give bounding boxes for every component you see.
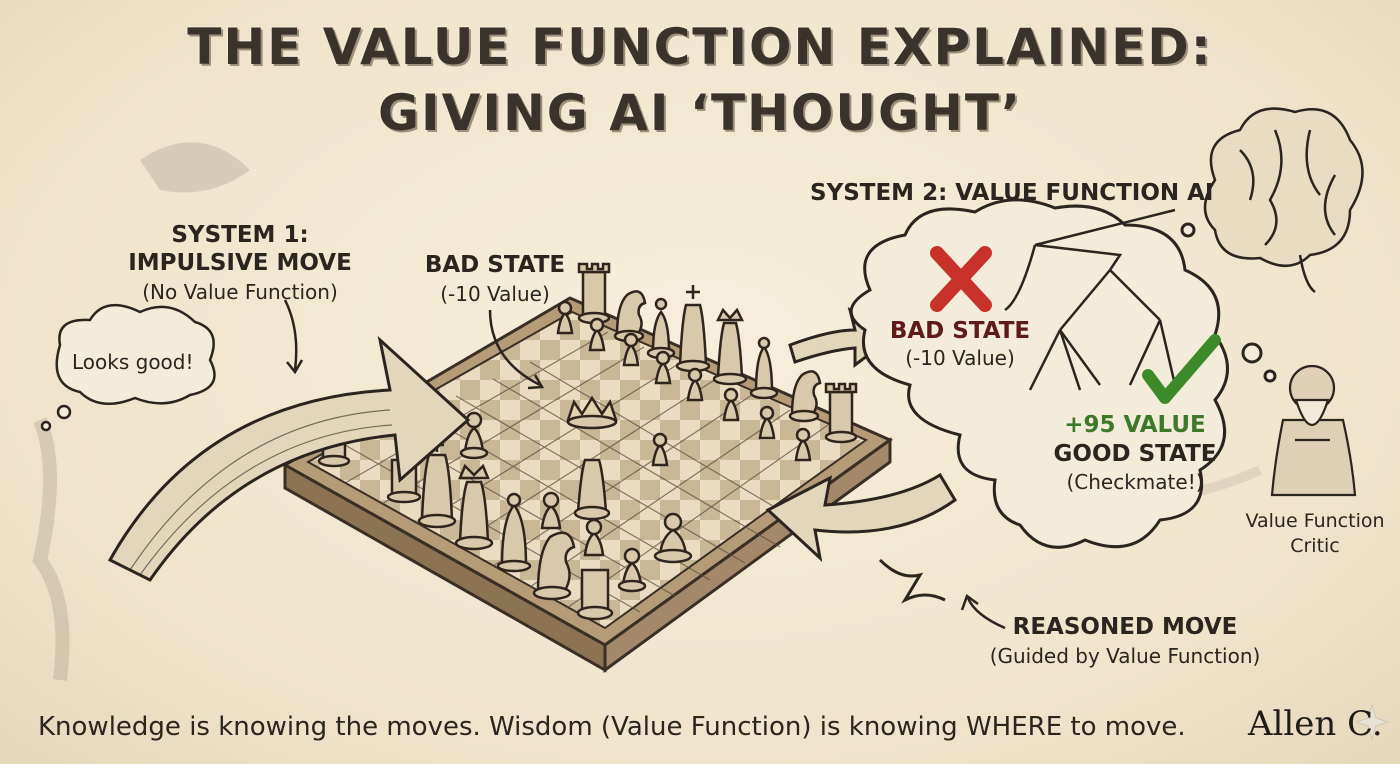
chess-piece-knight [788, 370, 822, 423]
good-state-check-mark [1142, 334, 1221, 404]
reasoned-move-note: (Guided by Value Function) [989, 644, 1261, 668]
brain-icon [1203, 107, 1364, 294]
footer-quote: Knowledge is knowing the moves. Wisdom (… [38, 712, 1186, 742]
board-bad-state-value: (-10 Value) [440, 282, 550, 306]
title-line-1: THE VALUE FUNCTION EXPLAINED: [187, 18, 1213, 76]
reasoned-move-pointer [966, 597, 1006, 630]
sparkle-icon [1354, 703, 1390, 741]
chess-piece-pawn [459, 411, 489, 460]
system1-note: (No Value Function) [142, 280, 338, 304]
impulsive-move-arrow [107, 335, 471, 582]
chess-piece-king [675, 285, 711, 373]
reasoned-move-label: REASONED MOVE [1012, 614, 1238, 640]
critic-label-line1: Value Function [1245, 510, 1385, 532]
chess-pieces [317, 262, 858, 621]
critic-label-line2: Critic [1290, 535, 1340, 557]
chess-piece-bishop [749, 336, 779, 400]
chess-piece-rook [577, 262, 611, 325]
system1-subheading: IMPULSIVE MOVE [128, 250, 352, 276]
title-line-2: GIVING AI ‘THOUGHT’ [378, 84, 1022, 142]
chess-pawns-top [556, 300, 812, 467]
chess-piece-bishop [646, 297, 676, 360]
board-bad-state-label: BAD STATE [424, 252, 566, 278]
chess-piece-queen [454, 463, 494, 551]
board-bad-state-pointer [488, 309, 541, 387]
chess-piece-queen [712, 307, 748, 386]
system2-bad-state-value: (-10 Value) [905, 346, 1015, 370]
chess-piece-pawn [583, 518, 605, 557]
good-state-note: (Checkmate!) [1066, 470, 1204, 494]
decision-tree [1004, 208, 1177, 391]
chess-piece-bishop [496, 492, 532, 573]
chess-piece-rook [576, 568, 614, 621]
good-state-label: GOOD STATE [1053, 441, 1217, 467]
chess-piece-knight [532, 531, 576, 601]
bad-state-x-mark [930, 246, 992, 312]
system1-heading: SYSTEM 1: [171, 222, 309, 248]
chess-piece-pawn [653, 512, 693, 564]
chess-piece-pawn [540, 491, 562, 530]
chess-piece-crowned-king [566, 395, 618, 521]
chess-piece-king [417, 438, 457, 529]
author-signature: Allen C. [1248, 704, 1383, 744]
chess-piece-rook [824, 382, 858, 444]
looks-good-text: Looks good! [72, 350, 194, 374]
good-state-score: +95 VALUE [1064, 412, 1206, 438]
reasoned-move-arrow [765, 472, 957, 604]
value-function-critic-figure [1270, 364, 1357, 497]
system1-pointer-arrow [283, 299, 298, 371]
looks-good-thought-bubble [40, 303, 216, 432]
chess-piece-pawn [617, 547, 647, 593]
system2-heading: SYSTEM 2: VALUE FUNCTION AI [810, 180, 1214, 206]
system2-bad-state-label: BAD STATE [889, 318, 1031, 344]
